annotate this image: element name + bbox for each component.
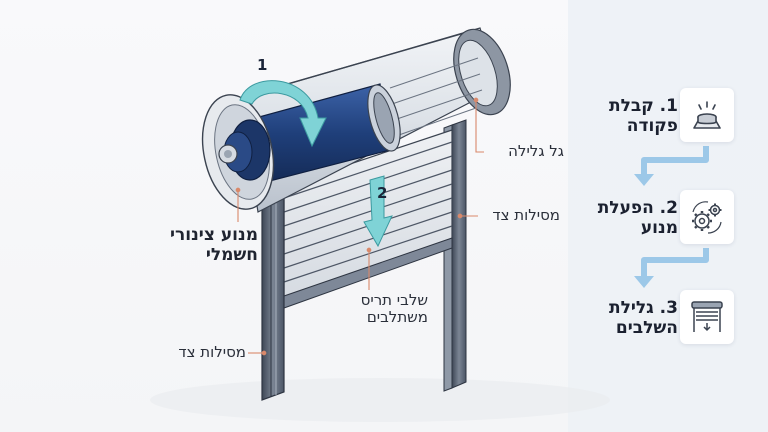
tubular-motor <box>247 83 401 185</box>
down-step-number: 2 <box>377 184 388 202</box>
label-tubular-motor: מנוע צינורי חשמלי <box>170 225 258 265</box>
side-rail-left <box>261 187 285 401</box>
step-1-text: 1. קבלת פקודה <box>608 96 678 137</box>
label-side-rail-right: מסילות צד <box>492 206 560 224</box>
rotation-arrow <box>239 80 327 148</box>
housing-end-left <box>201 94 275 210</box>
flow-arrowhead-2 <box>634 276 654 288</box>
step-3-text: 3. גלילת השלבים <box>608 298 678 339</box>
label-interlocking-slats: שלבי תריס משתלבים <box>360 291 428 327</box>
gears-icon <box>692 201 722 234</box>
flow-connectors <box>641 146 709 278</box>
flow-arrowhead-1 <box>634 174 654 186</box>
down-arrow <box>363 175 393 248</box>
step-2-text: 2. הפעלת מנוע <box>597 198 678 239</box>
step-2-card <box>680 190 734 244</box>
leader-lines <box>235 97 484 356</box>
steps-panel <box>568 0 768 432</box>
step-3-card <box>680 290 734 344</box>
label-roller-shaft: גל גלילה <box>508 142 564 160</box>
rotation-step-number: 1 <box>257 56 268 74</box>
label-side-rail-left: מסילות צד <box>178 343 246 361</box>
push-button-icon <box>693 101 721 129</box>
shutter-down-icon <box>691 301 723 332</box>
step-1-card <box>680 88 734 142</box>
